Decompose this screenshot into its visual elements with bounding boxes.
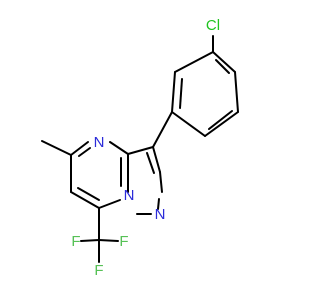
bond [70,191,100,209]
atom-label-fluorine: F [94,262,103,279]
bond [98,199,121,209]
bond-double [78,147,91,157]
bond [159,171,163,193]
bond-double [146,152,155,174]
bond [171,111,206,137]
molecule-canvas: Cl N N N F F F [41,17,239,279]
pyrimidine-ring [70,141,129,209]
bond [70,141,89,156]
bond [109,141,129,155]
atom-label-nitrogen: N [124,187,135,204]
pyrazole-ring [127,146,163,215]
bond-double [157,198,160,210]
bond [171,71,176,113]
bond [212,51,236,73]
bond-double [77,187,100,201]
bond-double [179,78,183,109]
atom-label-fluorine: F [71,233,80,250]
atom-label-chlorine: Cl [206,17,220,34]
bond [127,146,154,155]
bond-double [208,110,233,130]
bond [234,71,239,113]
bond-c-f [98,239,119,242]
atom-label-nitrogen: N [155,206,166,223]
structure-diagram: Cl N N N F F F [41,17,239,279]
atom-label-nitrogen: N [94,134,105,151]
bond-methyl [41,140,72,156]
bond-aryl-link [152,111,173,148]
chlorophenyl-ring [171,51,239,137]
bond [204,111,239,137]
bond [152,146,161,173]
atom-label-fluorine: F [119,233,128,250]
bond [174,51,214,73]
bond-c-f [80,239,100,242]
bond-double [215,59,230,74]
